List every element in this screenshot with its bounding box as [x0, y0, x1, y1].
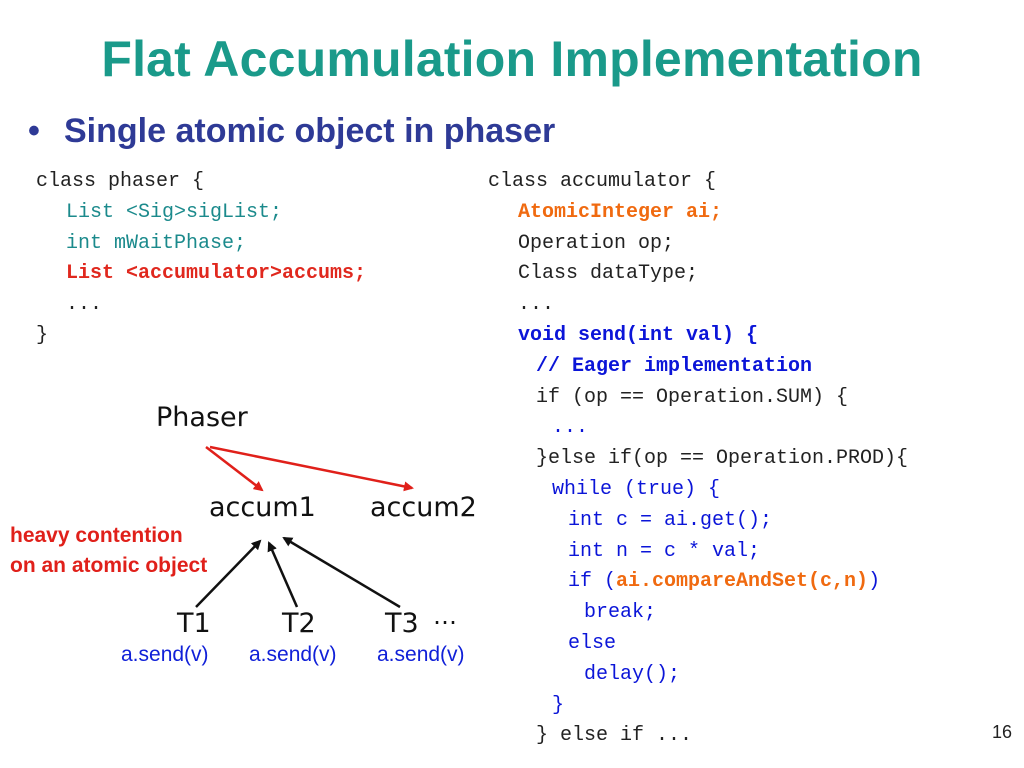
t1-send-label: a.send(v): [121, 643, 209, 666]
code-line: // Eager implementation: [488, 352, 908, 383]
code-line: else: [488, 629, 908, 660]
code-text: break;: [584, 601, 657, 625]
code-token: ): [868, 570, 881, 594]
contention-line-2: on an atomic object: [10, 554, 208, 577]
code-line: int n = c * val;: [488, 537, 908, 568]
code-line: }: [488, 691, 908, 722]
bullet-text: Single atomic object in phaser: [64, 112, 556, 150]
contention-line-1: heavy contention: [10, 524, 183, 547]
code-text: delay();: [584, 662, 681, 686]
code-text: } else if ...: [536, 724, 693, 748]
code-line: if (ai.compareAndSet(c,n)): [488, 567, 908, 598]
accum1-node: accum1: [209, 492, 316, 523]
code-text: ...: [66, 293, 103, 317]
code-text: }: [552, 693, 565, 717]
more-threads-ellipsis: …: [433, 602, 457, 630]
phaser-node: Phaser: [156, 402, 248, 433]
code-line: ...: [488, 413, 908, 444]
code-line: } else if ...: [488, 721, 908, 752]
bullet-dot: •: [28, 112, 40, 150]
code-text: Class dataType;: [518, 262, 699, 286]
code-line: List <Sig>sigList;: [36, 198, 366, 229]
code-text: void send(int val) {: [518, 323, 759, 347]
code-line: ...: [36, 290, 366, 321]
code-text: }: [36, 323, 49, 347]
code-line: }: [36, 321, 366, 352]
code-line: class phaser {: [36, 167, 366, 198]
code-text: List <Sig>sigList;: [66, 200, 283, 224]
t3-send-label: a.send(v): [377, 643, 465, 666]
code-text: if (op == Operation.SUM) {: [536, 385, 849, 409]
accumulator-class-code: class accumulator { AtomicInteger ai; Oper…: [488, 167, 908, 752]
contention-annotation: heavy contention on an atomic object: [10, 521, 207, 581]
code-line: while (true) {: [488, 475, 908, 506]
code-line: }else if(op == Operation.PROD){: [488, 444, 908, 475]
arrow-t2-to-accum1: [267, 541, 299, 608]
arrow-t1-to-accum1: [195, 539, 262, 608]
code-text: List <accumulator>accums;: [66, 262, 367, 286]
t2-send-label: a.send(v): [249, 643, 337, 666]
arrow-t3-to-accum1: [282, 536, 401, 609]
t2-node: T2: [282, 608, 316, 639]
t1-node: T1: [177, 608, 211, 639]
code-text: while (true) {: [552, 477, 721, 501]
arrow-phaser-to-accum2: [209, 445, 414, 492]
code-text: int c = ai.get();: [568, 508, 773, 532]
arrow-phaser-to-accum1: [205, 446, 264, 492]
code-text: else: [568, 631, 617, 655]
page-number: 16: [991, 722, 1012, 742]
code-text: AtomicInteger ai;: [518, 200, 723, 224]
slide-title: Flat Accumulation Implementation: [101, 31, 923, 87]
code-text: }else if(op == Operation.PROD){: [536, 447, 909, 471]
phaser-class-code: class phaser { List <Sig>sigList; int mWai…: [36, 167, 366, 352]
code-line: class accumulator {: [488, 167, 908, 198]
code-token: ai.compareAndSet(c,n): [616, 570, 869, 594]
code-line: break;: [488, 598, 908, 629]
accum2-node: accum2: [370, 492, 477, 523]
code-line: int c = ai.get();: [488, 506, 908, 537]
bullet-item: • Single atomic object in phaser: [28, 112, 555, 151]
code-text: class accumulator {: [488, 170, 717, 193]
t3-node: T3: [385, 608, 419, 639]
code-line: ...: [488, 290, 908, 321]
code-text: int mWaitPhase;: [66, 231, 247, 255]
code-text: // Eager implementation: [536, 354, 813, 378]
code-line: Class dataType;: [488, 259, 908, 290]
code-line: List <accumulator>accums;: [36, 259, 366, 290]
code-text: class phaser {: [36, 170, 205, 193]
code-line: if (op == Operation.SUM) {: [488, 383, 908, 414]
code-text: ...: [518, 293, 555, 317]
code-line: delay();: [488, 660, 908, 691]
code-text: Operation op;: [518, 231, 675, 255]
code-text: int n = c * val;: [568, 539, 761, 563]
code-text: ...: [552, 416, 589, 440]
code-line: Operation op;: [488, 229, 908, 260]
code-token: if (: [568, 570, 617, 594]
code-line: void send(int val) {: [488, 321, 908, 352]
code-line: AtomicInteger ai;: [488, 198, 908, 229]
code-line: int mWaitPhase;: [36, 229, 366, 260]
